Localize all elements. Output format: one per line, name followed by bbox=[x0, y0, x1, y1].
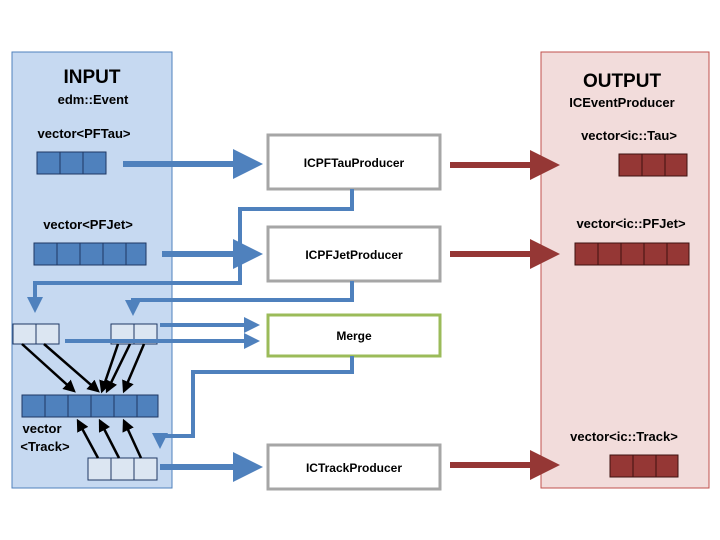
track-reference-arrows bbox=[21, 343, 146, 459]
output-title: OUTPUT bbox=[583, 71, 662, 92]
output-pfjet-vector bbox=[574, 242, 690, 266]
merge-box: Merge bbox=[266, 313, 442, 358]
icpfjetproducer-box: ICPFJetProducer bbox=[266, 225, 442, 283]
pfjet-tracks-route bbox=[125, 281, 354, 316]
merged-track-subvector bbox=[87, 457, 158, 481]
pftau-track-subvector bbox=[12, 323, 60, 345]
icpfjetproducer-label: ICPFJetProducer bbox=[305, 248, 403, 262]
ictrackproducer-label: ICTrackProducer bbox=[306, 461, 402, 475]
input-pftau-label: vector<PFTau> bbox=[38, 126, 131, 141]
input-pftau-vector bbox=[36, 151, 107, 175]
input-pfjet-vector bbox=[33, 242, 147, 266]
output-subtitle: ICEventProducer bbox=[569, 95, 674, 110]
ictrackproducer-box: ICTrackProducer bbox=[266, 443, 442, 491]
icpftauproducer-box: ICPFTauProducer bbox=[266, 133, 442, 191]
input-track-label-line2: <Track> bbox=[20, 439, 70, 454]
output-tau-label: vector<ic::Tau> bbox=[581, 128, 677, 143]
output-tau-vector bbox=[618, 153, 688, 177]
output-track-label: vector<ic::Track> bbox=[570, 429, 678, 444]
output-panel bbox=[540, 51, 710, 489]
output-track-vector bbox=[609, 454, 679, 478]
icpftauproducer-label: ICPFTauProducer bbox=[304, 156, 405, 170]
input-track-vector bbox=[21, 394, 159, 418]
input-subtitle: edm::Event bbox=[58, 92, 129, 107]
input-pfjet-label: vector<PFJet> bbox=[43, 217, 133, 232]
input-track-label-line1: vector bbox=[22, 421, 61, 436]
merge-label: Merge bbox=[336, 329, 372, 343]
pftau-tracks-route bbox=[27, 189, 354, 313]
output-pfjet-label: vector<ic::PFJet> bbox=[576, 216, 686, 231]
input-title: INPUT bbox=[64, 67, 121, 88]
merged-tracks-route bbox=[152, 356, 354, 449]
